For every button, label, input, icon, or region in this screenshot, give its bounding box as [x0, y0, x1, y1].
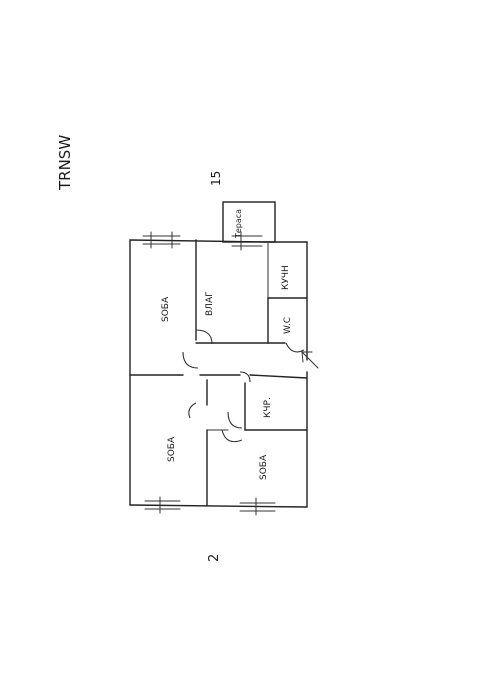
terrace-box	[222, 201, 276, 243]
entrance-arrow-icon	[301, 351, 319, 369]
plan-title: TRNSW	[56, 135, 74, 191]
interior-walls	[129, 239, 308, 506]
window-marks	[142, 231, 276, 516]
top-number-label: 15	[209, 171, 223, 186]
wc-label: W.C	[283, 317, 293, 334]
doors	[182, 329, 305, 443]
terrace-label: Тераса	[234, 209, 243, 239]
room-lower-label: SOБA	[167, 436, 177, 462]
hall-label: ВЛАГ	[205, 291, 215, 316]
corridor-label: КЧР.	[263, 397, 273, 418]
kitchen-label: КУЧН	[281, 265, 291, 290]
room-small-label: SOБA	[259, 454, 269, 480]
room-upper-label: SOБA	[161, 296, 171, 322]
bottom-number-label: 2	[207, 554, 222, 562]
